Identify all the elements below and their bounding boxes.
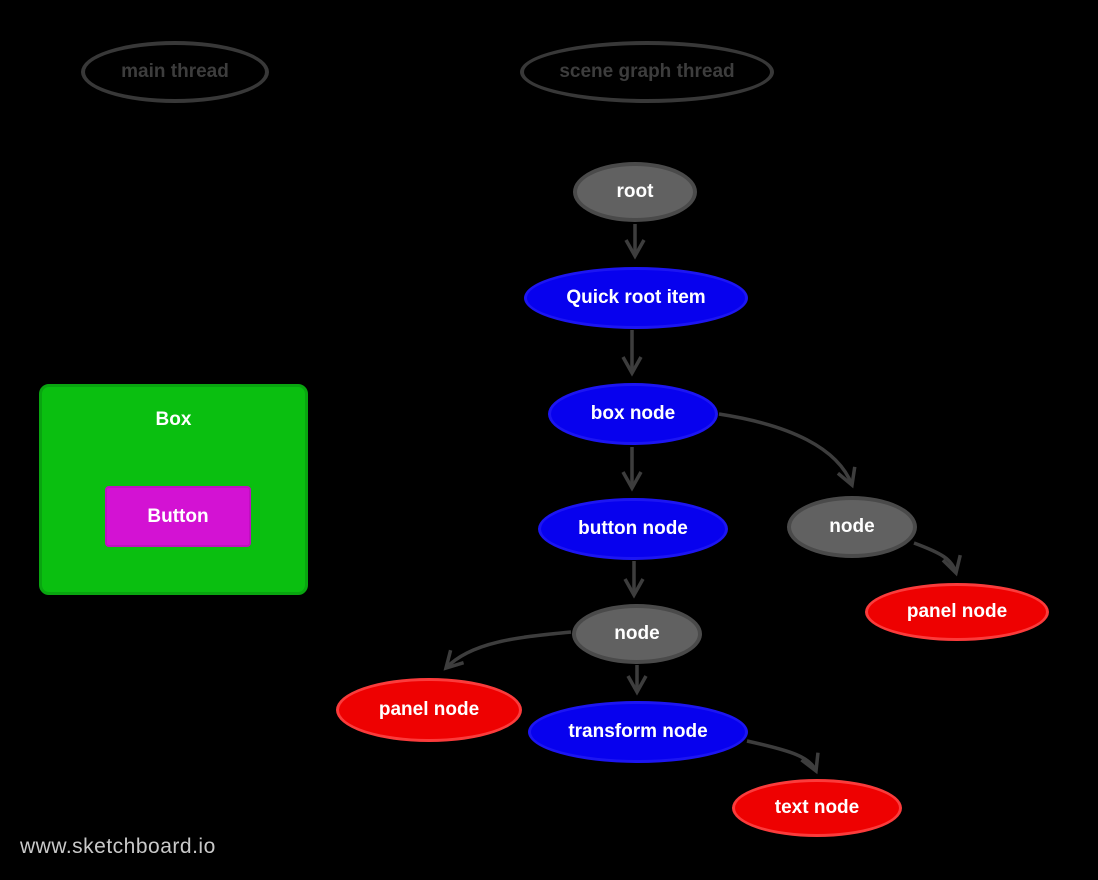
ui-button[interactable]: Button [105,486,251,547]
ui-box[interactable]: Box Button [39,384,308,595]
graph-node-panel-node-a[interactable]: panel node [865,583,1049,641]
graph-node-label: node [829,516,875,537]
graph-node-text-node[interactable]: text node [732,779,902,837]
ui-box-label: Box [155,409,192,430]
graph-node-label: button node [578,518,688,539]
graph-node-label: panel node [378,699,480,720]
edge-node-a-to-panel-node-a[interactable] [913,541,962,577]
graph-node-label: node [614,623,660,644]
graph-node-node-a[interactable]: node [787,496,917,558]
thread-ellipse-main[interactable]: main thread [81,41,269,103]
graph-node-button-node[interactable]: button node [538,498,728,560]
graph-node-transform-node[interactable]: transform node [528,701,748,763]
ui-button-label: Button [147,505,209,527]
edge-box-node-to-node-a[interactable] [718,412,857,489]
graph-node-panel-node-b[interactable]: panel node [336,678,522,742]
graph-node-box-node[interactable]: box node [548,383,718,445]
thread-ellipse-scene-graph[interactable]: scene graph thread [520,41,774,103]
graph-node-root[interactable]: root [573,162,697,222]
graph-node-label: Quick root item [566,287,706,308]
graph-node-label: box node [590,403,676,424]
graph-node-quick-root-item[interactable]: Quick root item [524,267,748,329]
graph-node-label: root [616,181,654,202]
graph-node-node-b[interactable]: node [572,604,702,664]
edge-node-b-to-panel-node-b[interactable] [443,630,572,671]
graph-node-label: text node [774,797,860,818]
edge-transform-node-to-text-node[interactable] [746,739,820,775]
graph-node-label: transform node [568,721,708,742]
graph-node-label: panel node [906,601,1008,622]
thread-main-label: main thread [121,61,229,82]
thread-scene-label: scene graph thread [559,61,735,82]
watermark: www.sketchboard.io [20,835,216,858]
